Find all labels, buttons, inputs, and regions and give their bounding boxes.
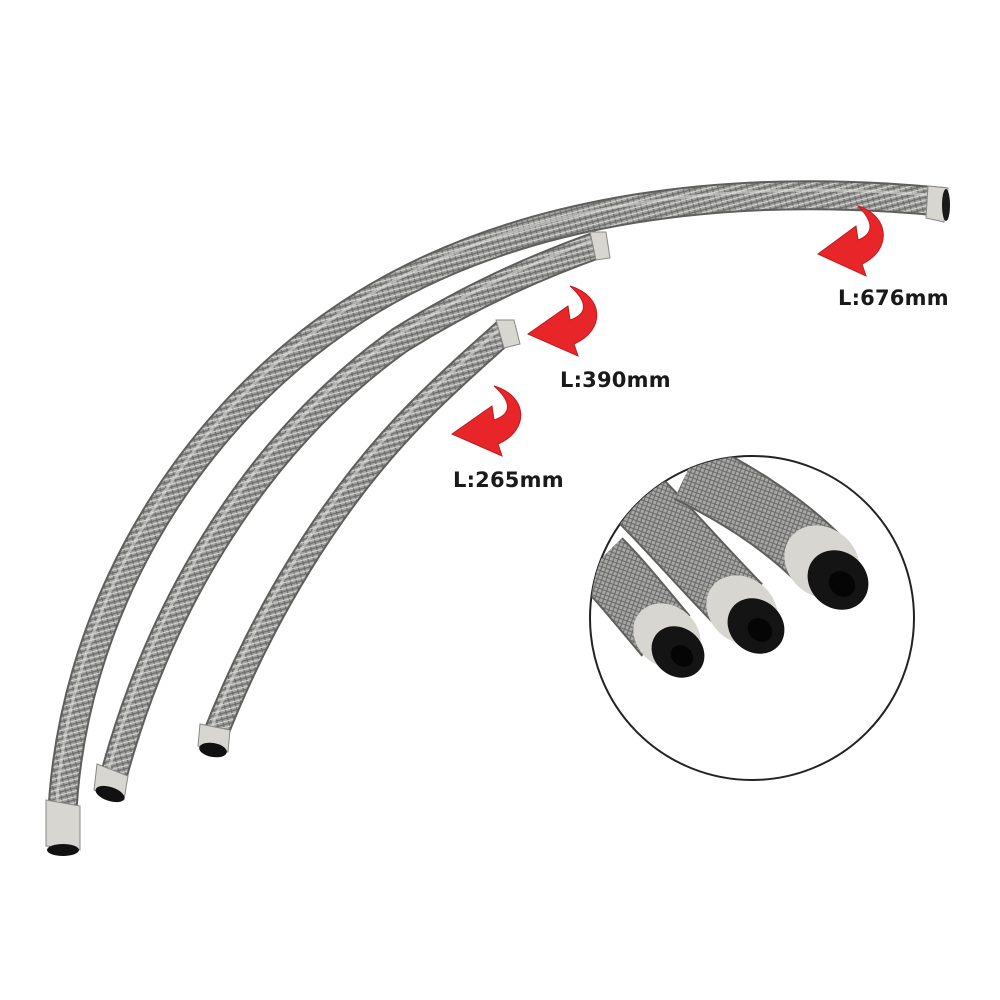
length-label-265: L:265mm bbox=[453, 468, 564, 492]
curved-arrow-icon bbox=[526, 285, 598, 357]
hose-end-closeup bbox=[589, 455, 915, 781]
length-label-390: L:390mm bbox=[560, 368, 671, 392]
medium-hose bbox=[93, 230, 611, 803]
curved-arrow-icon bbox=[450, 385, 522, 457]
length-label-676: L:676mm bbox=[838, 286, 949, 310]
short-hose bbox=[197, 319, 521, 758]
curved-arrow-icon bbox=[817, 205, 884, 277]
long-hose bbox=[45, 180, 950, 856]
